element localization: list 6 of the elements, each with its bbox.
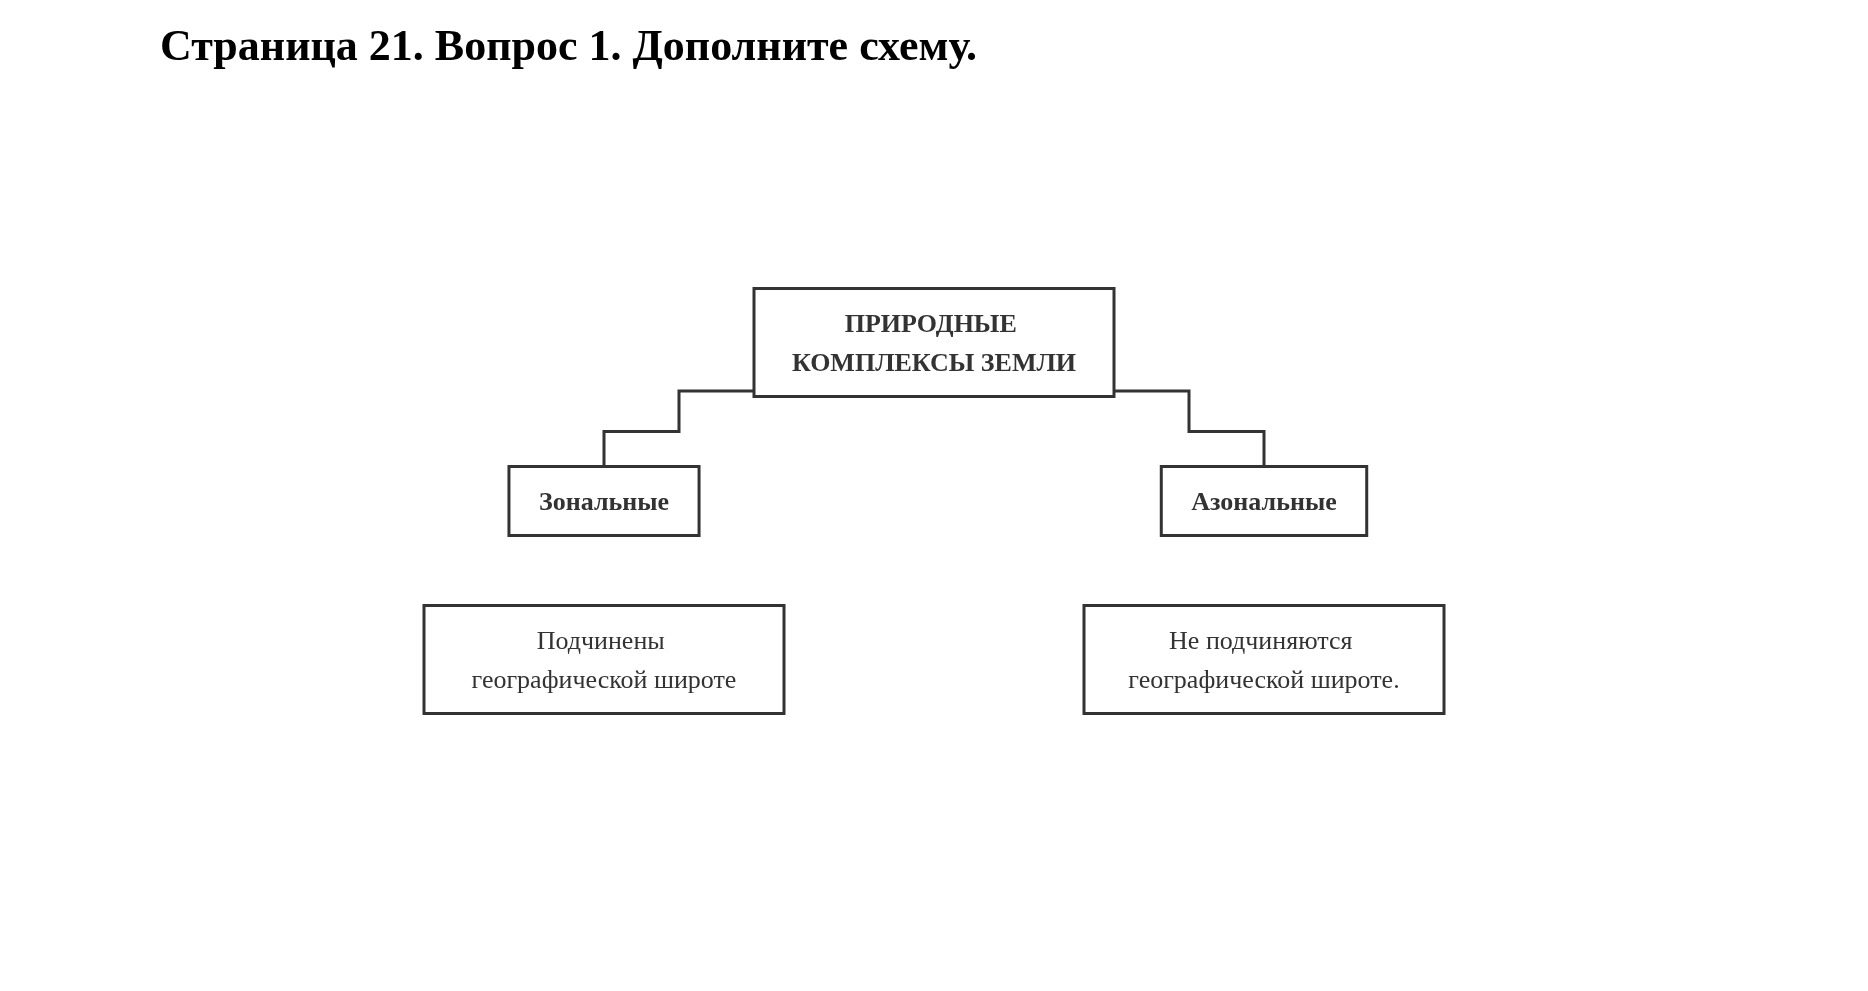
node-box: Азональные <box>1159 465 1369 537</box>
node-box: Зональные <box>507 465 701 537</box>
node-box: Не подчиняются географической широте. <box>1082 604 1446 715</box>
node-box: Подчинены географической широте <box>422 604 786 715</box>
title: Страница 21. Вопрос 1. Дополните схему. <box>160 20 979 71</box>
node-box: ПРИРОДНЫЕ КОМПЛЕКСЫ ЗЕМЛИ <box>752 287 1116 398</box>
